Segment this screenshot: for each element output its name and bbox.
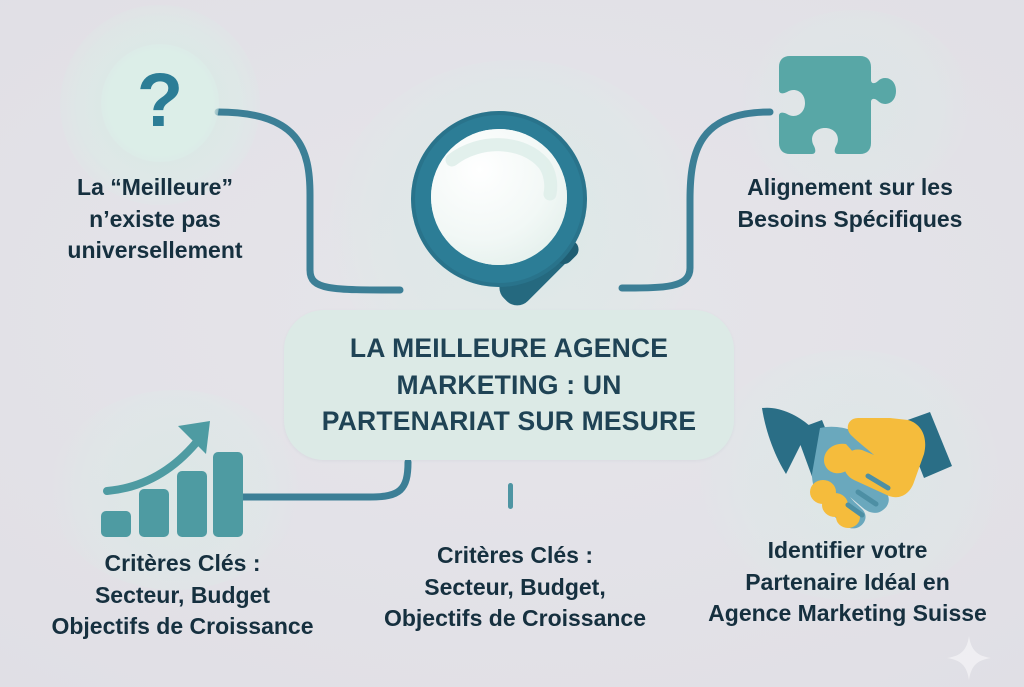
label-top-left: La “Meilleure” n’existe pas universellem… [20,172,290,267]
main-title-text: LA MEILLEURE AGENCE MARKETING : UN PARTE… [284,310,734,460]
label-top-left-line-1: La “Meilleure” [77,174,233,200]
handshake-left-cuff [762,407,810,474]
label-bottom-center-line-2: Secteur, Budget, [424,573,606,600]
bar-1 [101,511,131,537]
label-top-left-line-3: universellement [67,237,243,264]
bar-4 [213,452,243,537]
label-top-left-line-2: n’existe pas [89,205,221,232]
label-top-right-line-2: Besoins Spécifiques [737,205,963,232]
growth-bar-chart-icon [95,418,245,538]
connector-tick-center [508,483,513,509]
handshake-yellow-hand [843,418,926,498]
label-top-right-line-1: Alignement sur les [747,174,953,200]
bar-2 [139,489,169,537]
question-mark-glyph: ? [136,58,184,143]
bar-3 [177,471,207,537]
connector-bottom-left [236,458,412,501]
label-bottom-right-line-2: Partenaire Idéal en [745,568,950,595]
label-bottom-left-line-2: Secteur, Budget [94,581,271,608]
puzzle-piece-icon [772,50,897,160]
handshake-icon [762,400,962,530]
label-bottom-right: Identifier votre Partenaire Idéal en Age… [675,535,1020,630]
label-bottom-right-line-1: Identifier votre [767,537,928,563]
handshake-yellow-thumb [824,443,862,474]
label-top-right: Alignement sur les Besoins Spécifiques [700,172,1000,235]
label-bottom-left: Critères Clés : Secteur, Budget Objectif… [10,548,355,643]
magnifier-icon [392,102,642,320]
question-mark-icon: ? [101,44,219,162]
main-title-line-2: MARKETING : UN [396,369,622,400]
question-mark-circle [101,44,219,162]
label-bottom-left-line-3: Objectifs de Croissance [51,613,314,640]
main-title-line-3: PARTENARIAT SUR MESURE [321,406,697,437]
label-bottom-right-line-3: Agence Marketing Suisse [708,600,987,627]
label-bottom-center-line-3: Objectifs de Croissance [383,605,647,632]
label-bottom-left-line-1: Critères Clés : [104,550,261,576]
main-title-line-1: LA MEILLEURE AGENCE [349,332,669,363]
growth-arrow-line [103,434,204,495]
label-bottom-center: Critères Clés : Secteur, Budget, Objecti… [355,540,675,635]
main-title-card: LA MEILLEURE AGENCE MARKETING : UN PARTE… [284,310,734,460]
label-bottom-center-line-1: Critères Clés : [437,542,593,568]
handshake-finger-lines [845,473,891,518]
growth-arrow-head [178,421,210,454]
sparkle-icon [947,636,991,680]
